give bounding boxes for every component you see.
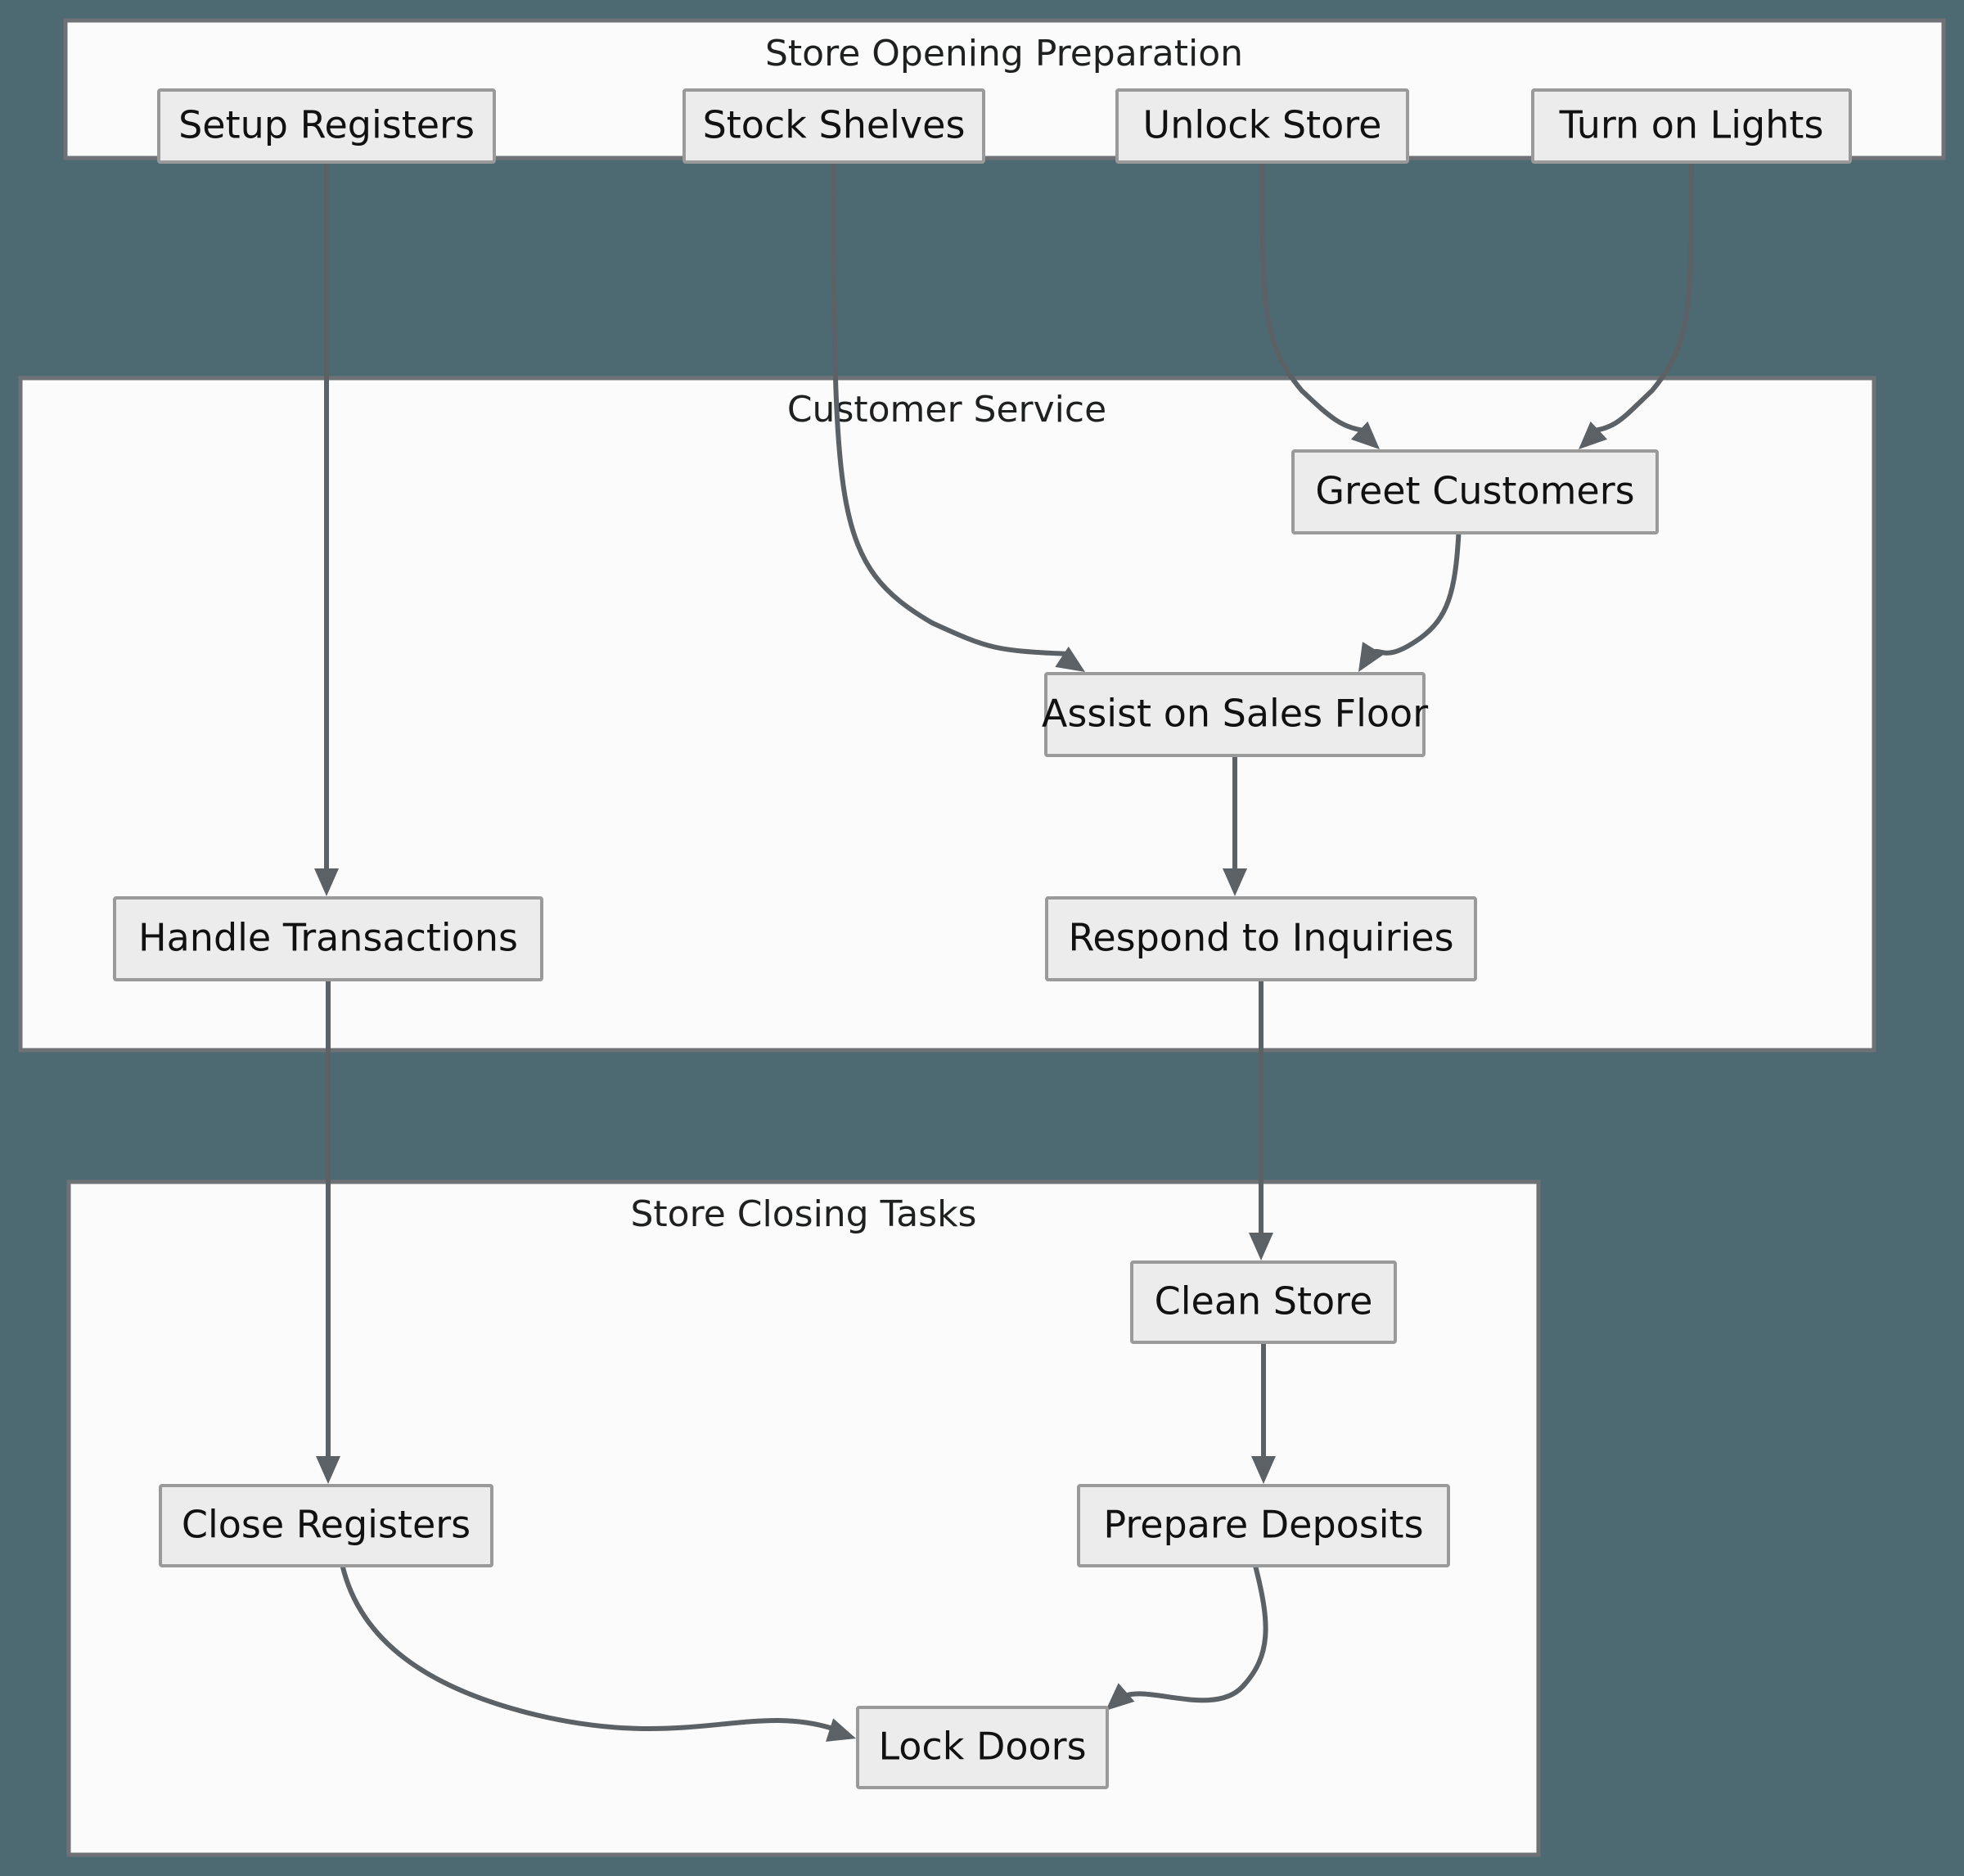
node-label: Setup Registers [178, 103, 475, 147]
edge-unlock-store-to-greet-customers [1259, 161, 1380, 449]
node-handle-transactions[interactable]: Handle Transactions [113, 896, 543, 981]
node-box[interactable] [113, 896, 543, 981]
edge-stock-shelves-to-assist-sales-floor [831, 161, 1085, 672]
arrowhead-icon [1358, 642, 1384, 672]
node-clean-store[interactable]: Clean Store [1130, 1260, 1397, 1344]
edge-prepare-deposits-to-lock-doors [1106, 1565, 1268, 1711]
cluster-title: Store Opening Preparation [765, 33, 1243, 74]
node-label: Respond to Inquiries [1068, 916, 1453, 960]
arrowhead-icon [1223, 868, 1247, 896]
arrowhead-icon [826, 1718, 856, 1742]
node-box[interactable] [1531, 88, 1852, 164]
node-box[interactable] [157, 88, 496, 164]
node-layer: Setup Registers Stock Shelves Unlock Store… [113, 88, 1852, 1789]
arrowhead-icon [1106, 1683, 1135, 1711]
arrowhead-icon [1249, 1233, 1273, 1260]
node-label: Unlock Store [1143, 103, 1382, 147]
edge-greet-customers-to-assist-sales-floor [1358, 532, 1462, 672]
node-setup-registers[interactable]: Setup Registers [157, 88, 496, 164]
arrowhead-icon [1055, 646, 1085, 672]
node-box[interactable] [1044, 672, 1426, 757]
node-label: Lock Doors [878, 1725, 1086, 1769]
edge-assist-sales-floor-to-respond-inquiries [1223, 755, 1247, 896]
node-box[interactable] [1291, 449, 1659, 534]
edge-handle-transactions-to-close-registers [316, 980, 340, 1484]
arrowhead-icon [316, 1456, 340, 1484]
edge-respond-inquiries-to-clean-store [1249, 980, 1273, 1260]
node-turn-on-lights[interactable]: Turn on Lights [1531, 88, 1852, 164]
node-greet-customers[interactable]: Greet Customers [1291, 449, 1659, 534]
edge-line [1588, 161, 1694, 434]
node-label: Turn on Lights [1559, 103, 1824, 147]
edge-line [831, 161, 1071, 656]
cluster-title: Customer Service [787, 389, 1106, 431]
edge-line [1259, 161, 1371, 434]
node-close-registers[interactable]: Close Registers [159, 1484, 493, 1567]
node-label: Stock Shelves [703, 103, 966, 147]
node-respond-to-inquiries[interactable]: Respond to Inquiries [1045, 896, 1477, 981]
node-box[interactable] [856, 1706, 1109, 1789]
node-label: Greet Customers [1315, 469, 1634, 513]
edge-close-registers-to-lock-doors [340, 1565, 856, 1742]
node-box[interactable] [1130, 1260, 1397, 1344]
edge-setup-registers-to-handle-transactions [314, 162, 339, 896]
node-label: Prepare Deposits [1103, 1503, 1423, 1547]
node-box[interactable] [1045, 896, 1477, 981]
node-prepare-deposits[interactable]: Prepare Deposits [1077, 1484, 1450, 1567]
arrowhead-icon [1579, 421, 1608, 449]
arrowhead-icon [1251, 1456, 1276, 1484]
edge-line [340, 1565, 834, 1732]
node-label: Assist on Sales Floor [1042, 692, 1428, 736]
node-assist-on-sales-floor[interactable]: Assist on Sales Floor [1042, 672, 1428, 757]
node-stock-shelves[interactable]: Stock Shelves [682, 88, 985, 164]
edge-line [1366, 532, 1462, 658]
node-unlock-store[interactable]: Unlock Store [1115, 88, 1409, 164]
node-box[interactable] [1115, 88, 1409, 164]
arrowhead-icon [1350, 421, 1380, 449]
node-label: Handle Transactions [138, 916, 518, 960]
edge-turn-on-lights-to-greet-customers [1579, 161, 1694, 449]
node-box[interactable] [1077, 1484, 1450, 1567]
arrowhead-icon [314, 868, 339, 896]
cluster-title: Store Closing Tasks [631, 1193, 977, 1235]
edge-clean-store-to-prepare-deposits [1251, 1342, 1276, 1484]
edge-line [1120, 1565, 1268, 1703]
node-lock-doors[interactable]: Lock Doors [856, 1706, 1109, 1789]
node-box[interactable] [682, 88, 985, 164]
node-label: Close Registers [182, 1503, 471, 1547]
node-box[interactable] [159, 1484, 493, 1567]
node-label: Clean Store [1155, 1279, 1373, 1324]
edge-layer [314, 161, 1694, 1742]
